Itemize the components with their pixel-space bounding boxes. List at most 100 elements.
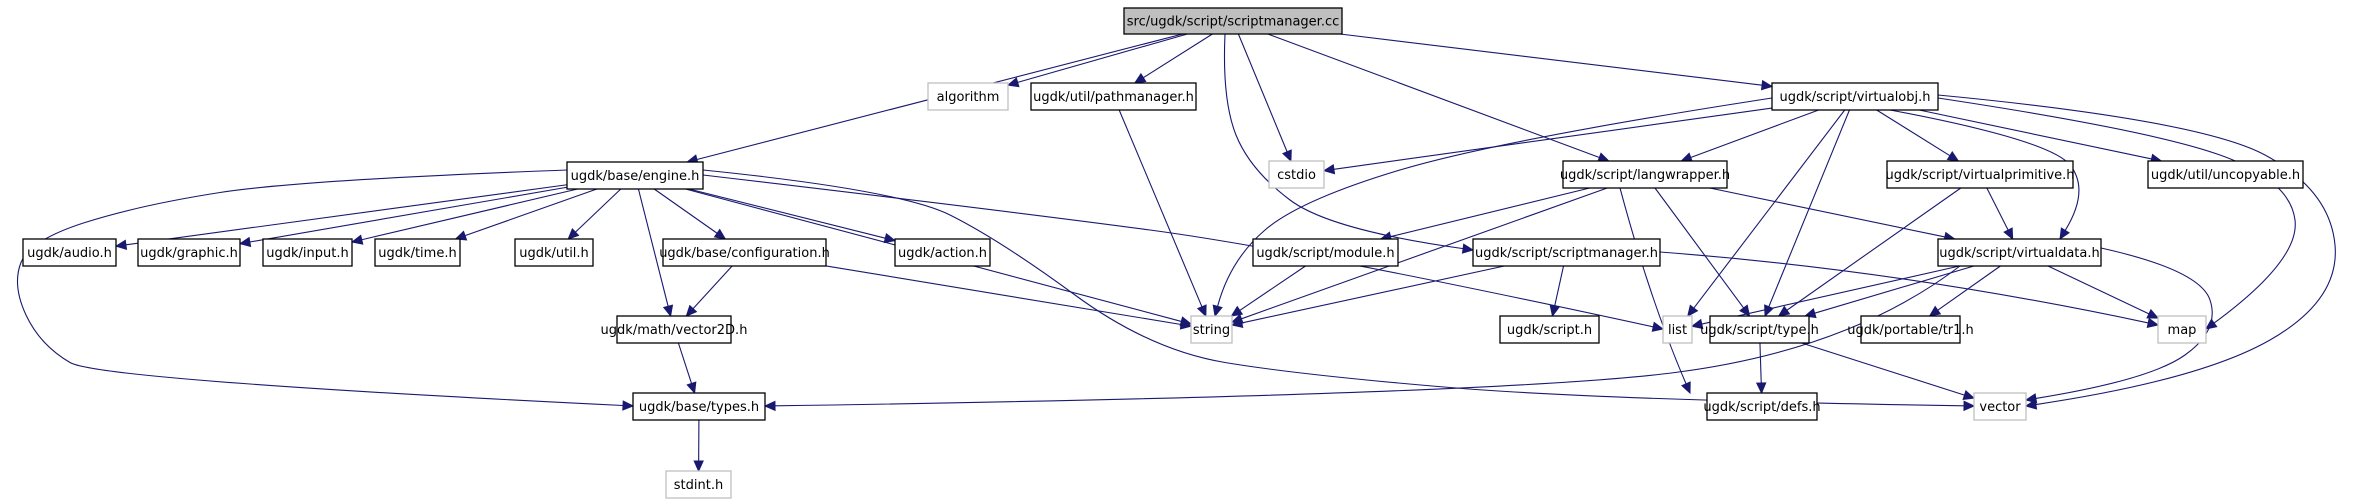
node-label: ugdk/script/virtualobj.h [1779, 90, 1930, 105]
node-box [616, 315, 732, 344]
edge-configuration-to-vector2D [692, 265, 733, 309]
node-input[interactable]: ugdk/input.h [262, 238, 353, 267]
node-tr1[interactable]: ugdk/portable/tr1.h [1847, 315, 1974, 344]
node-label: ugdk/script/module.h [1256, 246, 1394, 261]
node-label: ugdk/graphic.h [140, 246, 238, 261]
node-box [1709, 315, 1810, 344]
edge-type-to-vector [1801, 342, 1965, 396]
edge-virtualobj-to-string [1217, 97, 1773, 307]
edge-root-to-langwrapper [1267, 33, 1600, 159]
node-box [1252, 238, 1399, 267]
node-vector: vector [1973, 392, 2027, 421]
edge-virtualdata-to-vector [2035, 247, 2213, 399]
node-box [1472, 238, 1661, 267]
edge-scriptmanager_h-to-string-arrowhead-icon [1230, 317, 1244, 328]
edge-configuration-to-vector2D-arrowhead-icon [685, 304, 698, 317]
node-box [894, 238, 991, 267]
node-vector2D[interactable]: ugdk/math/vector2D.h [601, 315, 748, 344]
node-box [22, 238, 117, 267]
edge-langwrapper-to-string [1241, 187, 1608, 320]
node-box [927, 82, 1009, 111]
edge-engine-to-action-arrowhead-icon [883, 232, 897, 244]
edge-scriptmanager_h-to-script_h-arrowhead-icon [1549, 304, 1560, 318]
node-box [566, 161, 704, 190]
node-box [1123, 7, 1343, 35]
edge-engine-to-input [361, 188, 578, 241]
node-virtualobj[interactable]: ugdk/script/virtualobj.h [1771, 82, 1939, 111]
edge-virtualobj-to-vector [1937, 94, 2336, 406]
node-box [1030, 82, 1197, 111]
node-label: ugdk/script/type.h [1700, 323, 1819, 338]
edge-pathmanager-to-string [1118, 109, 1203, 307]
node-graphic[interactable]: ugdk/graphic.h [137, 238, 241, 267]
node-box [1706, 392, 1818, 421]
edge-module-to-string [1239, 265, 1306, 311]
edge-virtualprimitive-to-type [1786, 187, 1962, 311]
node-util[interactable]: ugdk/util.h [514, 238, 594, 267]
node-box [1190, 315, 1233, 344]
node-label: ugdk/audio.h [27, 246, 112, 261]
node-cstdio: cstdio [1268, 160, 1325, 189]
node-label: ugdk/script/scriptmanager.h [1475, 246, 1658, 261]
node-script_h[interactable]: ugdk/script.h [1499, 315, 1600, 344]
edge-vector2D-to-types [677, 342, 693, 384]
node-box [1268, 160, 1325, 189]
edge-engine-to-vector [702, 169, 1965, 407]
edge-virtualobj-to-list [1693, 109, 1846, 309]
node-box [262, 238, 353, 267]
node-box [2147, 160, 2304, 189]
node-langwrapper[interactable]: ugdk/script/langwrapper.h [1560, 160, 1730, 189]
node-engine[interactable]: ugdk/base/engine.h [566, 161, 704, 190]
node-label: ugdk/script.h [1507, 323, 1592, 338]
node-box [374, 238, 461, 267]
node-box [1771, 82, 1939, 111]
node-label: ugdk/util.h [519, 246, 589, 261]
node-label: ugdk/script/virtualdata.h [1939, 246, 2099, 261]
edge-pathmanager-to-string-arrowhead-icon [1196, 304, 1207, 318]
edge-module-to-string-arrowhead-icon [1230, 305, 1244, 317]
edges-layer [16, 33, 2336, 473]
node-defs[interactable]: ugdk/script/defs.h [1703, 392, 1821, 421]
node-virtualdata[interactable]: ugdk/script/virtualdata.h [1937, 238, 2102, 267]
edge-engine-to-audio [125, 184, 568, 246]
edge-configuration-to-string-arrowhead-icon [1179, 319, 1193, 330]
edge-virtualprimitive-to-virtualdata-arrowhead-icon [2003, 227, 2014, 241]
node-label: ugdk/math/vector2D.h [601, 323, 748, 338]
node-string: string [1190, 315, 1233, 344]
edge-engine-to-vector2D-arrowhead-icon [662, 304, 674, 318]
node-module[interactable]: ugdk/script/module.h [1252, 238, 1399, 267]
node-label: ugdk/script/langwrapper.h [1560, 168, 1730, 183]
node-type[interactable]: ugdk/script/type.h [1700, 315, 1819, 344]
edge-langwrapper-to-defs [1619, 187, 1687, 385]
node-audio[interactable]: ugdk/audio.h [22, 238, 117, 267]
node-box [137, 238, 241, 267]
edge-langwrapper-to-module [1390, 187, 1590, 238]
node-virtualprimitive[interactable]: ugdk/script/virtualprimitive.h [1885, 160, 2075, 189]
node-box [632, 392, 766, 421]
edge-virtualobj-to-string-arrowhead-icon [1212, 304, 1223, 318]
edge-virtualobj-to-uncopyable [1919, 109, 2152, 160]
node-pathmanager[interactable]: ugdk/util/pathmanager.h [1030, 82, 1197, 111]
node-uncopyable[interactable]: ugdk/util/uncopyable.h [2147, 160, 2304, 189]
edge-engine-to-list [702, 174, 1654, 328]
node-stdint: stdint.h [665, 470, 732, 499]
node-configuration[interactable]: ugdk/base/configuration.h [659, 238, 830, 267]
edge-virtualdata-to-types-arrowhead-icon [763, 400, 776, 412]
node-time[interactable]: ugdk/time.h [374, 238, 461, 267]
edge-engine-to-time [464, 188, 598, 237]
edge-langwrapper-to-virtualdata [1709, 187, 1946, 238]
node-label: ugdk/base/configuration.h [659, 246, 830, 261]
edge-virtualdata-to-tr1-arrowhead-icon [1928, 305, 1942, 317]
node-action[interactable]: ugdk/action.h [894, 238, 991, 267]
edge-virtualdata-to-type [1814, 265, 1975, 314]
node-types[interactable]: ugdk/base/types.h [632, 392, 766, 421]
node-root[interactable]: src/ugdk/script/scriptmanager.cc [1123, 7, 1343, 35]
edge-engine-to-vector-arrowhead-icon [1963, 400, 1976, 412]
edge-engine-to-configuration [653, 188, 718, 234]
edge-virtualdata-to-type-arrowhead-icon [1803, 307, 1817, 319]
node-box [1860, 315, 1961, 344]
node-box [1886, 160, 2074, 189]
node-scriptmanager_h[interactable]: ugdk/script/scriptmanager.h [1472, 238, 1661, 267]
node-label: ugdk/script/defs.h [1703, 400, 1820, 415]
